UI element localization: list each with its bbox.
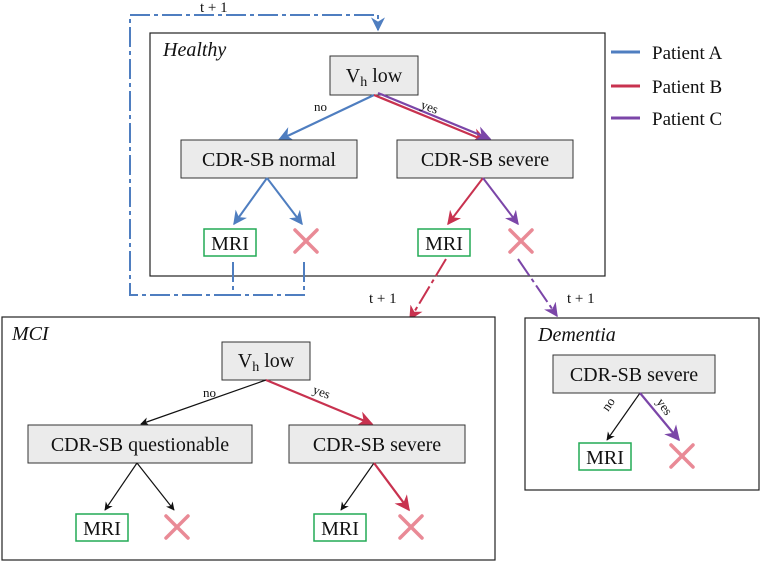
healthy-right-edge-cross [482, 177, 519, 226]
dementia-root-label: CDR-SB severe [570, 364, 698, 386]
mci-panel: MCI Vh low no yes CDR-SB questionable CD… [1, 316, 496, 561]
dementia-title: Dementia [537, 324, 616, 346]
cross-icon [398, 514, 424, 540]
mci-left-mri-box [75, 513, 129, 542]
healthy-right-node [396, 139, 574, 179]
cross-icon [293, 228, 319, 254]
legend: Patient A Patient B Patient C [611, 43, 722, 130]
dementia-mri-box [578, 442, 632, 471]
transition-to-mci [409, 258, 447, 321]
healthy-edge-yes-label: yes [419, 97, 440, 117]
legend-label-c: Patient C [652, 109, 722, 130]
mci-edge-yes [265, 378, 374, 426]
mci-right-edge-mri [340, 462, 375, 511]
mci-left-edge-cross [136, 462, 175, 511]
dementia-panel: Dementia CDR-SB severe no yes MRI [524, 317, 760, 491]
healthy-right-mri-label: MRI [425, 233, 463, 255]
to-mci-time-label: t + 1 [369, 291, 397, 307]
mci-left-edge-mri [104, 462, 138, 511]
legend-label-b: Patient B [652, 77, 722, 98]
mci-right-mri-label: MRI [321, 518, 359, 540]
healthy-edge-no [277, 94, 375, 142]
healthy-left-edge-mri [233, 177, 268, 226]
cross-icon [164, 514, 190, 540]
healthy-left-edge-cross [266, 177, 303, 226]
mci-title: MCI [11, 323, 50, 345]
healthy-edge-no-label: no [314, 99, 327, 114]
mci-right-node [288, 424, 466, 464]
mci-edge-no [140, 379, 267, 426]
healthy-left-node [180, 139, 358, 179]
healthy-edge-yes-b [373, 93, 488, 143]
mci-left-mri-label: MRI [83, 518, 121, 540]
dementia-root-node [552, 354, 716, 394]
cross-icon [508, 228, 534, 254]
mci-root-label: Vh low [238, 350, 295, 375]
healthy-left-mri-box [203, 228, 257, 257]
healthy-left-mri-label: MRI [211, 233, 249, 255]
mci-right-node-label: CDR-SB severe [313, 434, 441, 456]
healthy-title: Healthy [162, 39, 226, 61]
healthy-edge-yes-c [377, 91, 492, 141]
healthy-right-edge-mri [447, 177, 484, 226]
mci-left-node [27, 424, 253, 464]
patient-a-loop: t + 1 [129, 0, 385, 296]
healthy-root-label: Vh low [346, 65, 403, 90]
mci-right-mri-box [313, 513, 367, 542]
mci-edge-yes-label: yes [311, 382, 332, 402]
dementia-mri-label: MRI [586, 447, 624, 469]
transition-to-dementia [517, 258, 558, 318]
dementia-panel-frame [524, 317, 760, 491]
dementia-edge-no [606, 392, 641, 441]
legend-label-a: Patient A [652, 43, 722, 64]
healthy-panel: Healthy Vh low no yes CDR-SB normal CDR-… [149, 32, 606, 277]
dementia-edge-yes [639, 392, 680, 442]
healthy-right-node-label: CDR-SB severe [421, 149, 549, 171]
mci-left-node-label: CDR-SB questionable [51, 434, 229, 456]
cross-icon [669, 443, 695, 469]
healthy-left-node-label: CDR-SB normal [202, 149, 336, 171]
loop-time-label: t + 1 [200, 0, 228, 16]
mci-root-node [221, 341, 311, 381]
healthy-right-mri-box [417, 228, 471, 257]
mci-edge-no-label: no [203, 385, 216, 400]
mci-right-edge-cross [373, 462, 410, 512]
healthy-root-node [329, 55, 419, 96]
to-dementia-time-label: t + 1 [567, 291, 595, 307]
